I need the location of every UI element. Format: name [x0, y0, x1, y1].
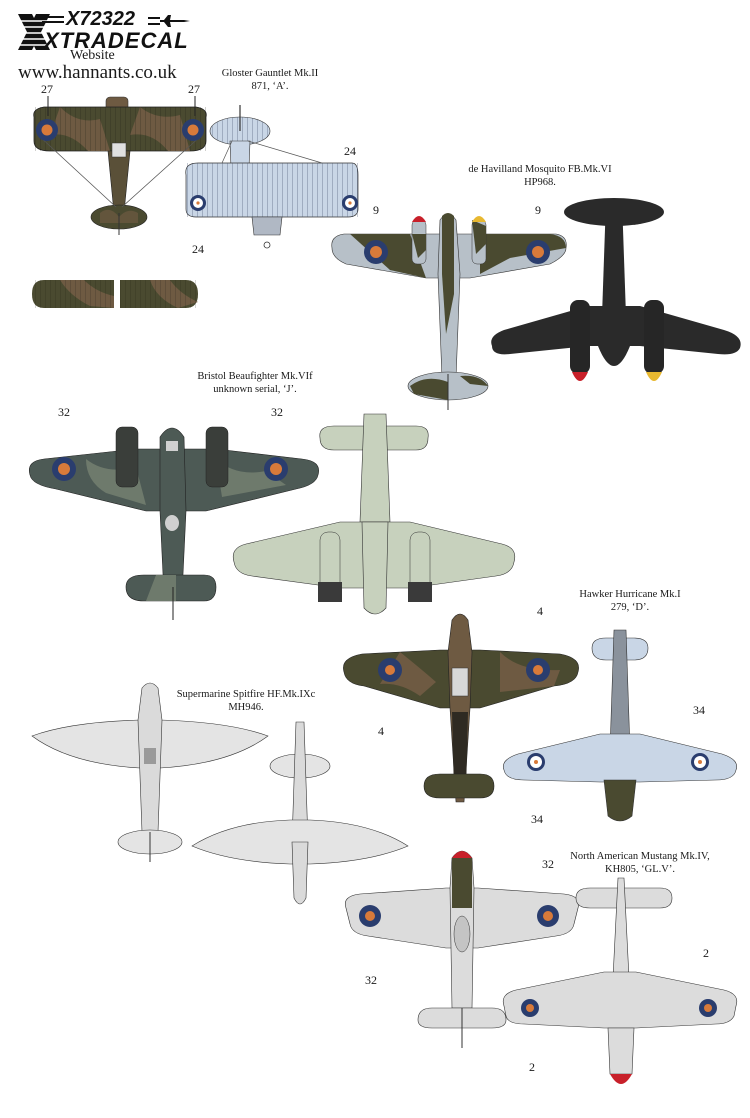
xtradecal-logo: X72322 XTRADECAL	[14, 6, 190, 66]
roundel	[691, 753, 709, 771]
roundel	[359, 905, 381, 927]
roundel	[190, 195, 206, 211]
speed-lines-icon	[42, 16, 64, 23]
roundel	[342, 195, 358, 211]
mosquito-lower-view	[491, 198, 741, 381]
aircraft-serial: unknown serial, ‘J’.	[213, 384, 297, 395]
jet-silhouette-icon	[148, 15, 190, 27]
callout-number: 32	[365, 973, 377, 987]
aircraft-serial: 871, ‘A’.	[251, 81, 289, 92]
roundel	[36, 119, 58, 141]
callout-number: 34	[531, 812, 543, 826]
roundel	[182, 119, 204, 141]
callout-arrow	[194, 96, 196, 116]
roundel	[537, 905, 559, 927]
callout-number: 27	[41, 82, 53, 96]
callout-number: 32	[542, 857, 554, 871]
roundel	[52, 457, 76, 481]
aircraft-serial: MH946.	[228, 702, 264, 713]
callout-number: 32	[58, 405, 70, 419]
product-code: X72322	[66, 8, 135, 30]
aircraft-serial: HP968.	[524, 177, 556, 188]
caption-mustang: North American Mustang Mk.IV, KH805, ‘GL…	[560, 850, 720, 876]
callout-number: 9	[535, 203, 541, 217]
aircraft-name: Bristol Beaufighter Mk.VIf	[197, 371, 313, 382]
roundel	[699, 999, 717, 1017]
aircraft-serial: KH805, ‘GL.V’.	[605, 864, 675, 875]
brand-name: XTRADECAL	[44, 28, 189, 53]
callout-number: 34	[693, 703, 705, 717]
roundel	[526, 240, 550, 264]
aircraft-name: Hawker Hurricane Mk.I	[579, 589, 681, 600]
caption-beaufighter: Bristol Beaufighter Mk.VIf unknown seria…	[190, 370, 320, 396]
beaufighter-lower-view	[232, 413, 516, 615]
aircraft-name: de Havilland Mosquito FB.Mk.VI	[468, 164, 612, 175]
gauntlet-lower-wing-segments	[32, 280, 198, 308]
hurricane-lower-view	[503, 629, 737, 822]
callout-number: 2	[703, 946, 709, 960]
aircraft-name: Gloster Gauntlet Mk.II	[221, 68, 319, 79]
callout-number: 24	[344, 144, 356, 158]
roundel	[527, 753, 545, 771]
roundel	[526, 658, 550, 682]
caption-mosquito: de Havilland Mosquito FB.Mk.VI HP968.	[460, 163, 620, 189]
gauntlet-upper-view	[33, 96, 207, 235]
roundel	[521, 999, 539, 1017]
callout-number: 9	[373, 203, 379, 217]
website-label: Website	[70, 48, 115, 63]
roundel	[264, 457, 288, 481]
callout-number: 32	[271, 405, 283, 419]
spitfire-upper-view	[31, 682, 269, 862]
callout-number: 4	[537, 604, 543, 618]
caption-spitfire: Supermarine Spitfire HF.Mk.IXc MH946.	[176, 688, 316, 714]
website-url[interactable]: www.hannants.co.uk	[18, 62, 177, 83]
aircraft-serial: 279, ‘D’.	[610, 602, 650, 613]
mustang-lower-view	[502, 877, 738, 1084]
spitfire-lower-view	[191, 721, 409, 905]
callout-number: 4	[378, 724, 384, 738]
gauntlet-lower-view	[185, 105, 359, 249]
hurricane-upper-view	[343, 613, 579, 803]
mosquito-upper-view	[331, 213, 567, 410]
caption-gauntlet: Gloster Gauntlet Mk.II 871, ‘A’.	[210, 67, 330, 93]
roundel	[364, 240, 388, 264]
callout-number: 2	[529, 1060, 535, 1074]
caption-hurricane: Hawker Hurricane Mk.I 279, ‘D’.	[570, 588, 690, 614]
aircraft-name: Supermarine Spitfire HF.Mk.IXc	[176, 689, 316, 700]
aircraft-name: North American Mustang Mk.IV,	[570, 851, 710, 862]
roundel	[378, 658, 402, 682]
callout-number: 24	[192, 242, 204, 256]
callout-number: 27	[188, 82, 200, 96]
callout-arrow	[47, 96, 49, 116]
beaufighter-upper-view	[29, 426, 319, 620]
mustang-upper-view	[345, 850, 579, 1048]
